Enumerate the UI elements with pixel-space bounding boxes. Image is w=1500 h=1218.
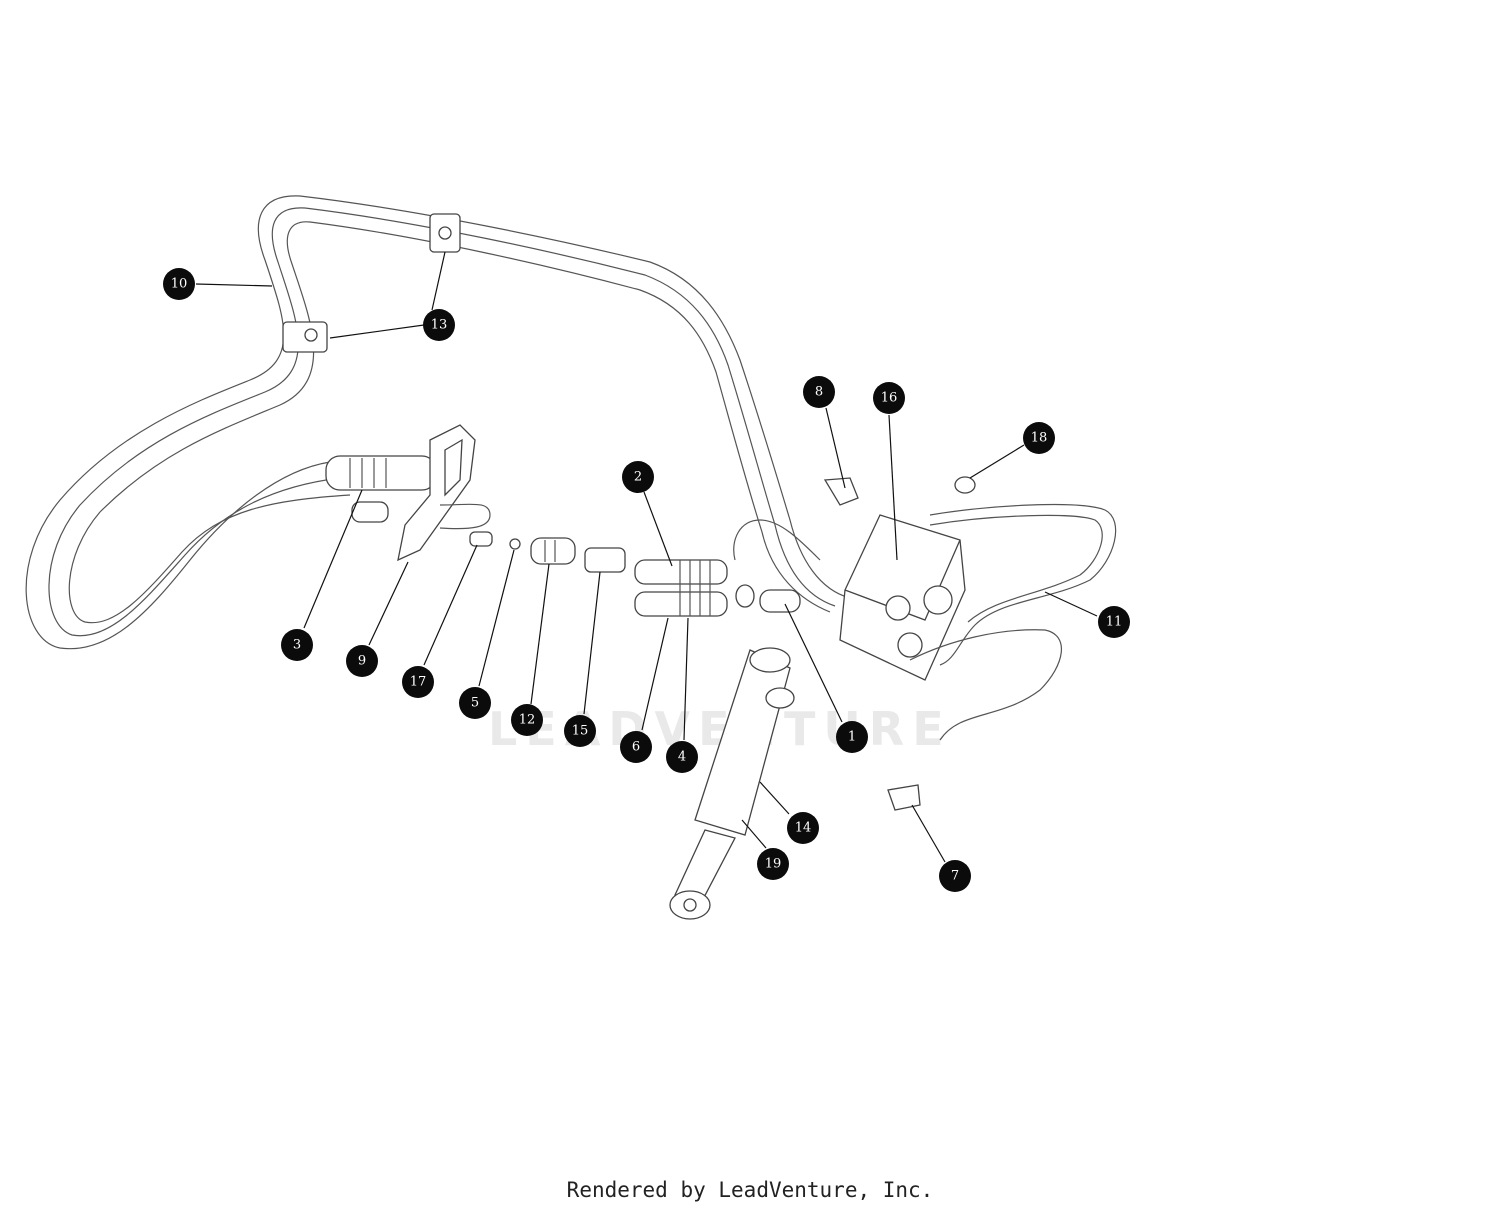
svg-text:18: 18 <box>1031 431 1048 446</box>
tube-clamp-upper <box>429 213 461 253</box>
fitting-1 <box>759 589 801 613</box>
callout-7: 7 <box>939 860 971 892</box>
svg-text:9: 9 <box>358 654 366 669</box>
callout-4: 4 <box>666 741 698 773</box>
svg-text:12: 12 <box>519 713 536 728</box>
svg-text:19: 19 <box>765 857 782 872</box>
callout-13: 13 <box>423 309 455 341</box>
svg-text:11: 11 <box>1106 615 1123 630</box>
valve-block <box>839 514 966 681</box>
svg-text:4: 4 <box>678 750 686 765</box>
callout-16: 16 <box>873 382 905 414</box>
svg-text:1: 1 <box>848 730 856 745</box>
watermark-text: LEADVENTURE <box>488 702 952 756</box>
cap-18 <box>954 476 976 494</box>
tube-clamp-lower <box>282 321 328 353</box>
svg-text:15: 15 <box>572 724 589 739</box>
svg-text:8: 8 <box>815 385 823 400</box>
mounting-bracket <box>397 424 491 562</box>
callout-9: 9 <box>346 645 378 677</box>
callout-10: 10 <box>163 268 195 300</box>
svg-text:10: 10 <box>171 277 188 292</box>
quick-coupler-pair <box>634 559 728 617</box>
callout-8: 8 <box>803 376 835 408</box>
callout-1: 1 <box>836 721 868 753</box>
fitting-12 <box>530 537 576 565</box>
callout-12: 12 <box>511 704 543 736</box>
hydraulic-cylinder <box>669 647 795 920</box>
svg-text:5: 5 <box>471 696 479 711</box>
svg-text:3: 3 <box>293 638 301 653</box>
elbow-fitting-8 <box>823 477 859 506</box>
svg-text:2: 2 <box>634 470 642 485</box>
callout-2: 2 <box>622 461 654 493</box>
o-ring <box>735 584 755 608</box>
svg-text:16: 16 <box>881 391 898 406</box>
hydraulic-tube-assembly <box>25 195 851 650</box>
svg-text:13: 13 <box>431 318 448 333</box>
callout-14: 14 <box>787 812 819 844</box>
fitting-17 <box>469 531 493 547</box>
footer-credit: Rendered by LeadVenture, Inc. <box>566 1178 934 1202</box>
svg-text:7: 7 <box>951 869 959 884</box>
callout-11: 11 <box>1098 606 1130 638</box>
elbow-fitting-7 <box>887 784 921 811</box>
callout-19: 19 <box>757 848 789 880</box>
hose-right <box>909 503 1117 741</box>
svg-text:14: 14 <box>795 821 812 836</box>
callout-17: 17 <box>402 666 434 698</box>
callout-3: 3 <box>281 629 313 661</box>
callout-6: 6 <box>620 731 652 763</box>
callout-5: 5 <box>459 687 491 719</box>
fitting-5 <box>509 538 521 550</box>
leader-lines <box>195 251 1098 863</box>
callout-15: 15 <box>564 715 596 747</box>
callout-18: 18 <box>1023 422 1055 454</box>
svg-text:6: 6 <box>632 740 640 755</box>
svg-text:17: 17 <box>410 675 427 690</box>
fitting-15 <box>584 547 626 573</box>
